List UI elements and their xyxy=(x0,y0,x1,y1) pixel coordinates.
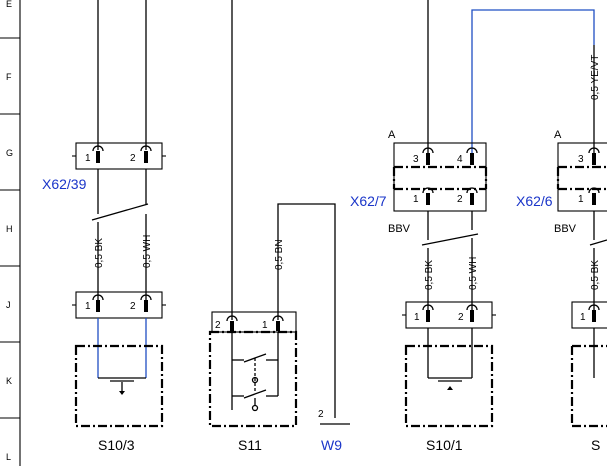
s10-3-circuit: 1 2 X62/39 0,5 BK 0,5 WH 1 2 S10/3 xyxy=(42,0,166,453)
component-label-s11: S11 xyxy=(238,437,262,453)
side-label-a: A xyxy=(388,129,396,141)
switch-housing-s11 xyxy=(208,330,298,428)
pin-label: 4 xyxy=(457,154,463,165)
actuator-icon xyxy=(119,391,125,395)
pin-label: 2 xyxy=(215,320,221,331)
row-label: G xyxy=(6,148,13,158)
connector-label-x62-39: X62/39 xyxy=(42,176,87,192)
s11-circuit: 2 W9 0,5 BN 2 1 S11 xyxy=(208,0,350,453)
switch-contact-icon xyxy=(251,376,259,384)
pin-label: 1 xyxy=(262,320,268,331)
wire-label-bk: 0,5 BK xyxy=(424,260,435,290)
pin-label: 2 xyxy=(458,312,464,323)
side-label-bbv: BBV xyxy=(554,223,577,235)
wire-label-wh: 0,5 WH xyxy=(468,257,479,290)
x62-6-circuit: A 3 1 X62/6 BBV 0,5 BK 1 S xyxy=(516,129,607,453)
component-label-s10-3: S10/3 xyxy=(98,437,135,453)
row-label: E xyxy=(6,0,12,9)
pin-label: 3 xyxy=(413,154,419,165)
pin-label: 2 xyxy=(457,194,463,205)
row-label: J xyxy=(6,300,11,310)
pin-label: 1 xyxy=(414,312,420,323)
component-label-s10-1: S10/1 xyxy=(426,437,463,453)
s10-1-circuit: 0,5 YE/VT A 3 4 1 2 X62/7 BBV 0,5 BK 0,5… xyxy=(350,0,601,453)
component-label-cut: S xyxy=(591,437,600,453)
wire-label-wh: 0,5 WH xyxy=(142,235,153,268)
switch-contact-icon xyxy=(251,404,259,412)
switch-housing-s10-1 xyxy=(404,344,494,428)
connector-x62-6 xyxy=(557,142,607,212)
pin-label: 1 xyxy=(85,153,91,164)
pin-label: 1 xyxy=(413,194,419,205)
row-label: H xyxy=(6,224,13,234)
connector-x62-7 xyxy=(393,142,487,212)
connector-s11-plug xyxy=(211,311,297,333)
wire-label-bk: 0,5 BK xyxy=(590,260,601,290)
wire-label-bk: 0,5 BK xyxy=(94,238,105,268)
ground-label-w9: W9 xyxy=(321,437,342,453)
pin-label: 1 xyxy=(578,194,584,205)
grid-rail: E F G H J K L xyxy=(0,0,21,466)
row-label: L xyxy=(6,452,11,462)
pin-label: 2 xyxy=(130,301,136,312)
pin-label: 1 xyxy=(580,312,586,323)
connector-cut-plug xyxy=(571,301,607,329)
wire-label-ye-vt: 0,5 YE/VT xyxy=(590,55,601,100)
side-label-bbv: BBV xyxy=(388,223,411,235)
side-label-a: A xyxy=(554,129,562,141)
connector-label-x62-7: X62/7 xyxy=(350,193,387,209)
pin-label: 3 xyxy=(578,154,584,165)
pin-label: 1 xyxy=(85,301,91,312)
switch-housing-s10-3 xyxy=(74,344,164,428)
connector-label-x62-6: X62/6 xyxy=(516,193,553,209)
wire-label-bn: 0,5 BN xyxy=(274,239,285,270)
pin-label: 2 xyxy=(318,409,324,420)
row-label: F xyxy=(6,72,12,82)
row-label: K xyxy=(6,376,12,386)
pin-label: 2 xyxy=(130,153,136,164)
actuator-icon xyxy=(447,386,453,390)
